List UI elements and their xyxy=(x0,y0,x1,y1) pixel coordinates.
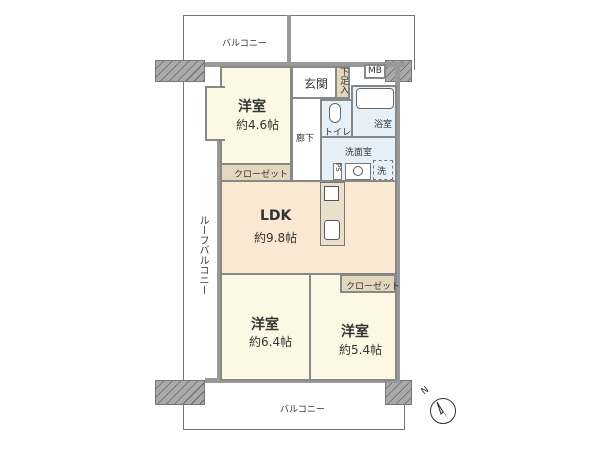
washer-space xyxy=(373,160,393,180)
wall-top xyxy=(205,62,405,67)
basin-icon xyxy=(353,166,363,176)
wall-left xyxy=(217,140,222,380)
wall-right xyxy=(395,67,400,382)
mb-label: MB xyxy=(368,66,382,76)
ps-label: PS xyxy=(334,163,342,172)
bottom-balcony-outline xyxy=(183,390,405,430)
bathroom-label: 浴室 xyxy=(374,120,393,130)
closet-2-label: クローゼット xyxy=(346,282,401,292)
washer-label: 洗 xyxy=(377,167,387,177)
top-balcony-outline xyxy=(183,15,415,70)
western-room-2-label: 洋室 xyxy=(251,317,279,333)
wall-top-left xyxy=(155,60,205,82)
western-room-2 xyxy=(220,273,311,381)
compass-icon xyxy=(430,398,456,424)
western-room-3-size: 約5.4帖 xyxy=(339,343,383,357)
wall-bottom-left xyxy=(155,380,205,405)
kitchen-sink-icon xyxy=(324,220,340,240)
ldk-size: 約9.8帖 xyxy=(254,231,298,245)
ldk-label: LDK xyxy=(260,208,292,224)
mb xyxy=(364,64,386,79)
closet-1-label: クローゼット xyxy=(234,170,289,180)
balcony-divider xyxy=(287,15,291,67)
stove-icon xyxy=(324,186,339,201)
bathtub-icon xyxy=(356,88,394,109)
western-room-1-label: 洋室 xyxy=(238,99,266,115)
shoe-storage-label: 下足入 xyxy=(338,67,348,94)
entrance-label: 玄関 xyxy=(304,77,329,91)
ps-box xyxy=(333,163,342,180)
western-room-1-size: 約4.6帖 xyxy=(236,118,280,132)
wall-bottom-right xyxy=(385,380,412,405)
ldk xyxy=(220,180,397,275)
toilet-bowl-icon xyxy=(329,103,341,123)
roof-balcony-label: ルーフバルコニー xyxy=(197,215,208,295)
washroom-label: 洗面室 xyxy=(345,148,373,158)
closet-2 xyxy=(340,274,396,293)
western-room-1-alcove xyxy=(205,86,225,141)
top-balcony-label: バルコニー xyxy=(222,39,267,49)
western-room-3-label: 洋室 xyxy=(341,324,369,340)
western-room-2-size: 約6.4帖 xyxy=(249,335,293,349)
shoe-storage xyxy=(335,66,350,99)
bottom-balcony-label: バルコニー xyxy=(280,405,325,415)
hallway-label: 廊下 xyxy=(296,134,315,144)
compass-north-label: N xyxy=(419,384,431,398)
toilet-label: トイレ xyxy=(324,128,352,138)
